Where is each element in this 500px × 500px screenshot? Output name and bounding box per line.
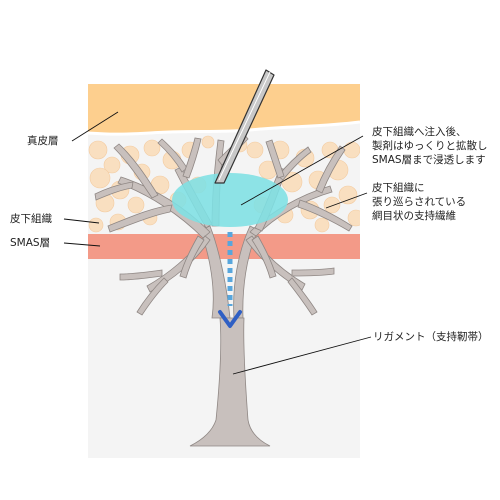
label-dermis: 真皮層	[27, 135, 59, 147]
diffusion-flow	[218, 232, 242, 328]
smas-layer	[88, 234, 360, 259]
leader-ligament	[232, 336, 372, 375]
leader-subcutaneous	[63, 218, 100, 224]
label-fiber-note: 皮下組織に 張り巡らされている 網目状の支持繊維	[372, 182, 467, 222]
label-smas: SMAS層	[10, 237, 51, 249]
leader-lines	[63, 111, 372, 375]
label-injection-note: 皮下組織へ注入後、 製剤はゆっくりと拡散し SMAS層まで浸透します	[372, 126, 488, 166]
label-ligament: リガメント（支持靭帯）	[373, 331, 489, 343]
leader-dermis	[71, 111, 119, 142]
needle-icon	[214, 69, 275, 184]
leader-injection	[240, 135, 364, 206]
leader-fibers	[325, 192, 368, 209]
dermis-layer	[88, 84, 360, 135]
leader-smas	[63, 242, 101, 247]
injection-cloud	[172, 173, 288, 227]
arrow-down-icon	[218, 310, 242, 328]
dermis-boundary	[88, 120, 360, 136]
label-subcutaneous: 皮下組織	[10, 213, 52, 225]
